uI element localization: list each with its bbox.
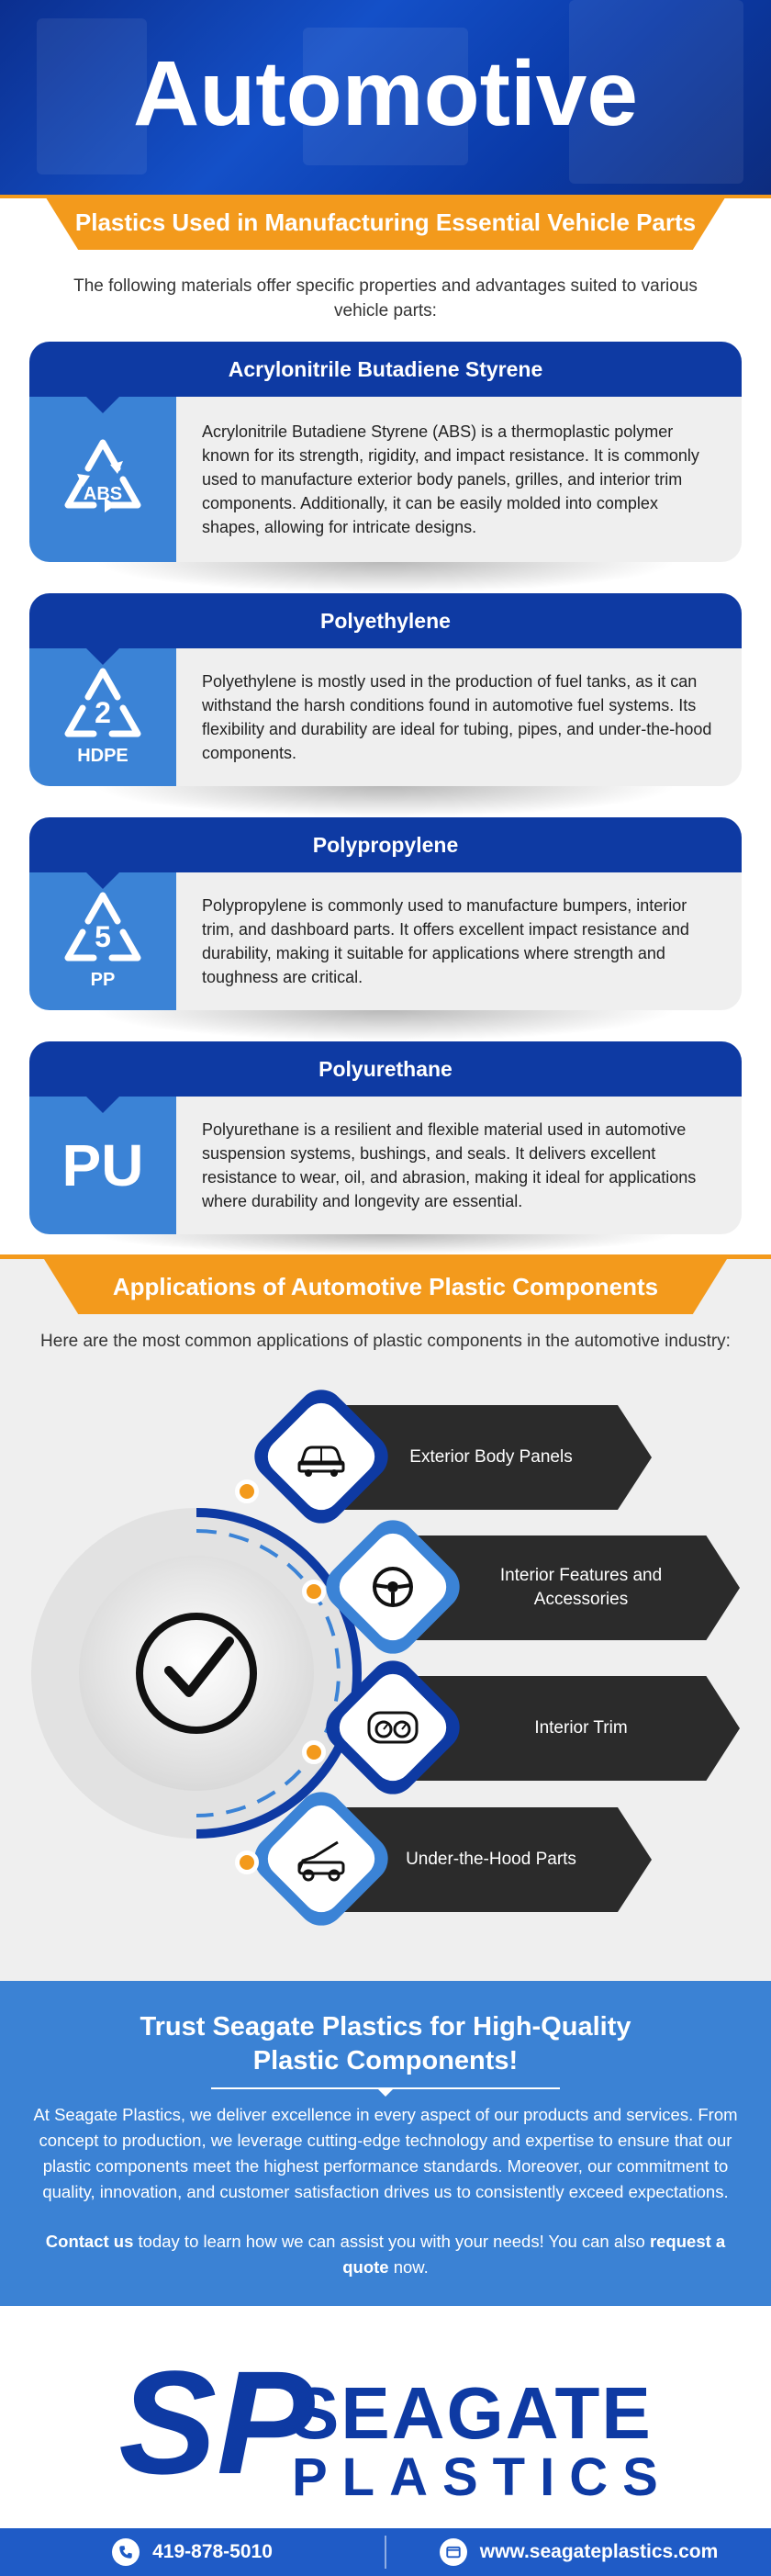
trust-title: Trust Seagate Plastics for High-Quality … xyxy=(140,2012,631,2075)
material-title: Polyurethane xyxy=(318,1056,453,1081)
hero: Automotive xyxy=(0,0,771,195)
applications-intro: Here are the most common applications of… xyxy=(40,1332,731,1351)
hero-bg-shape xyxy=(303,28,468,165)
material-card-polypropylene: Polypropylene 5 PP Polypropylene is comm… xyxy=(29,817,742,1041)
application-item-exterior-body-panels: Exterior Body Panels xyxy=(312,1405,652,1510)
recycle-abs-icon: ABS xyxy=(29,397,176,562)
svg-text:5: 5 xyxy=(95,920,111,953)
section-banner: Plastics Used in Manufacturing Essential… xyxy=(0,195,771,253)
material-title: Polyethylene xyxy=(320,608,451,633)
timeline-dot xyxy=(302,1740,326,1764)
material-description: Polypropylene is commonly used to manufa… xyxy=(202,896,689,986)
material-title: Acrylonitrile Butadiene Styrene xyxy=(228,356,543,381)
material-card-polyurethane: Polyurethane PU Polyurethane is a resili… xyxy=(29,1041,742,1254)
applications-section: Applications of Automotive Plastic Compo… xyxy=(0,1254,771,1981)
steering-wheel-icon xyxy=(316,1510,470,1664)
footer-bar: 419-878-5010 www.seagateplastics.com xyxy=(0,2528,771,2576)
materials-intro: The following materials offer specific p… xyxy=(73,276,698,321)
hero-title: Automotive xyxy=(133,42,638,145)
dashboard-gauge-icon xyxy=(316,1650,470,1805)
timeline-dot xyxy=(235,1479,259,1503)
hero-bg-shape xyxy=(569,0,743,184)
footer-phone[interactable]: 419-878-5010 xyxy=(0,2538,385,2566)
recycle-2-hdpe-icon: 2 HDPE xyxy=(29,648,176,786)
recycle-5-pp-icon: 5 PP xyxy=(29,872,176,1010)
svg-text:2: 2 xyxy=(95,696,111,729)
svg-text:HDPE: HDPE xyxy=(77,746,128,766)
material-card-abs: Acrylonitrile Butadiene Styrene ABS Acry… xyxy=(29,342,742,593)
pu-icon: PU xyxy=(29,1097,176,1234)
logo-mark: SP xyxy=(118,2340,315,2504)
car-icon xyxy=(244,1379,398,1534)
timeline-dot xyxy=(302,1580,326,1603)
hero-bg-shape xyxy=(37,18,147,174)
footer-website[interactable]: www.seagateplastics.com xyxy=(386,2538,771,2566)
svg-text:ABS: ABS xyxy=(84,484,122,504)
logo-line2: PLASTICS xyxy=(292,2447,673,2507)
trust-body: At Seagate Plastics, we deliver excellen… xyxy=(33,2105,738,2201)
seagate-plastics-logo: SP SEAGATE PLASTICS xyxy=(0,2306,771,2528)
section-title: Applications of Automotive Plastic Compo… xyxy=(112,1272,659,1300)
request-quote-link[interactable]: request a quote xyxy=(342,2232,726,2277)
material-description: Acrylonitrile Butadiene Styrene (ABS) is… xyxy=(202,422,699,536)
trust-section: Trust Seagate Plastics for High-Quality … xyxy=(0,1981,771,2306)
contact-us-link[interactable]: Contact us xyxy=(45,2232,134,2251)
phone-icon xyxy=(112,2538,140,2566)
browser-icon xyxy=(439,2538,467,2566)
material-card-polyethylene: Polyethylene 2 HDPE Polyethylene is most… xyxy=(29,593,742,817)
trust-cta: Contact us today to learn how we can ass… xyxy=(45,2232,726,2277)
hub-graphic xyxy=(31,1508,362,1839)
svg-text:PP: PP xyxy=(91,970,116,990)
timeline-dot xyxy=(235,1850,259,1874)
material-description: Polyethylene is mostly used in the produ… xyxy=(202,672,712,762)
applications-diagram: Exterior Body Panels Interior Features a… xyxy=(0,1375,771,1981)
car-hood-open-icon xyxy=(244,1782,398,1936)
material-title: Polypropylene xyxy=(312,832,459,857)
logo-line1: SEAGATE xyxy=(290,2372,653,2454)
material-description: Polyurethane is a resilient and flexible… xyxy=(202,1120,697,1210)
section-title: Plastics Used in Manufacturing Essential… xyxy=(74,208,697,236)
section-banner: Applications of Automotive Plastic Compo… xyxy=(0,1259,771,1314)
